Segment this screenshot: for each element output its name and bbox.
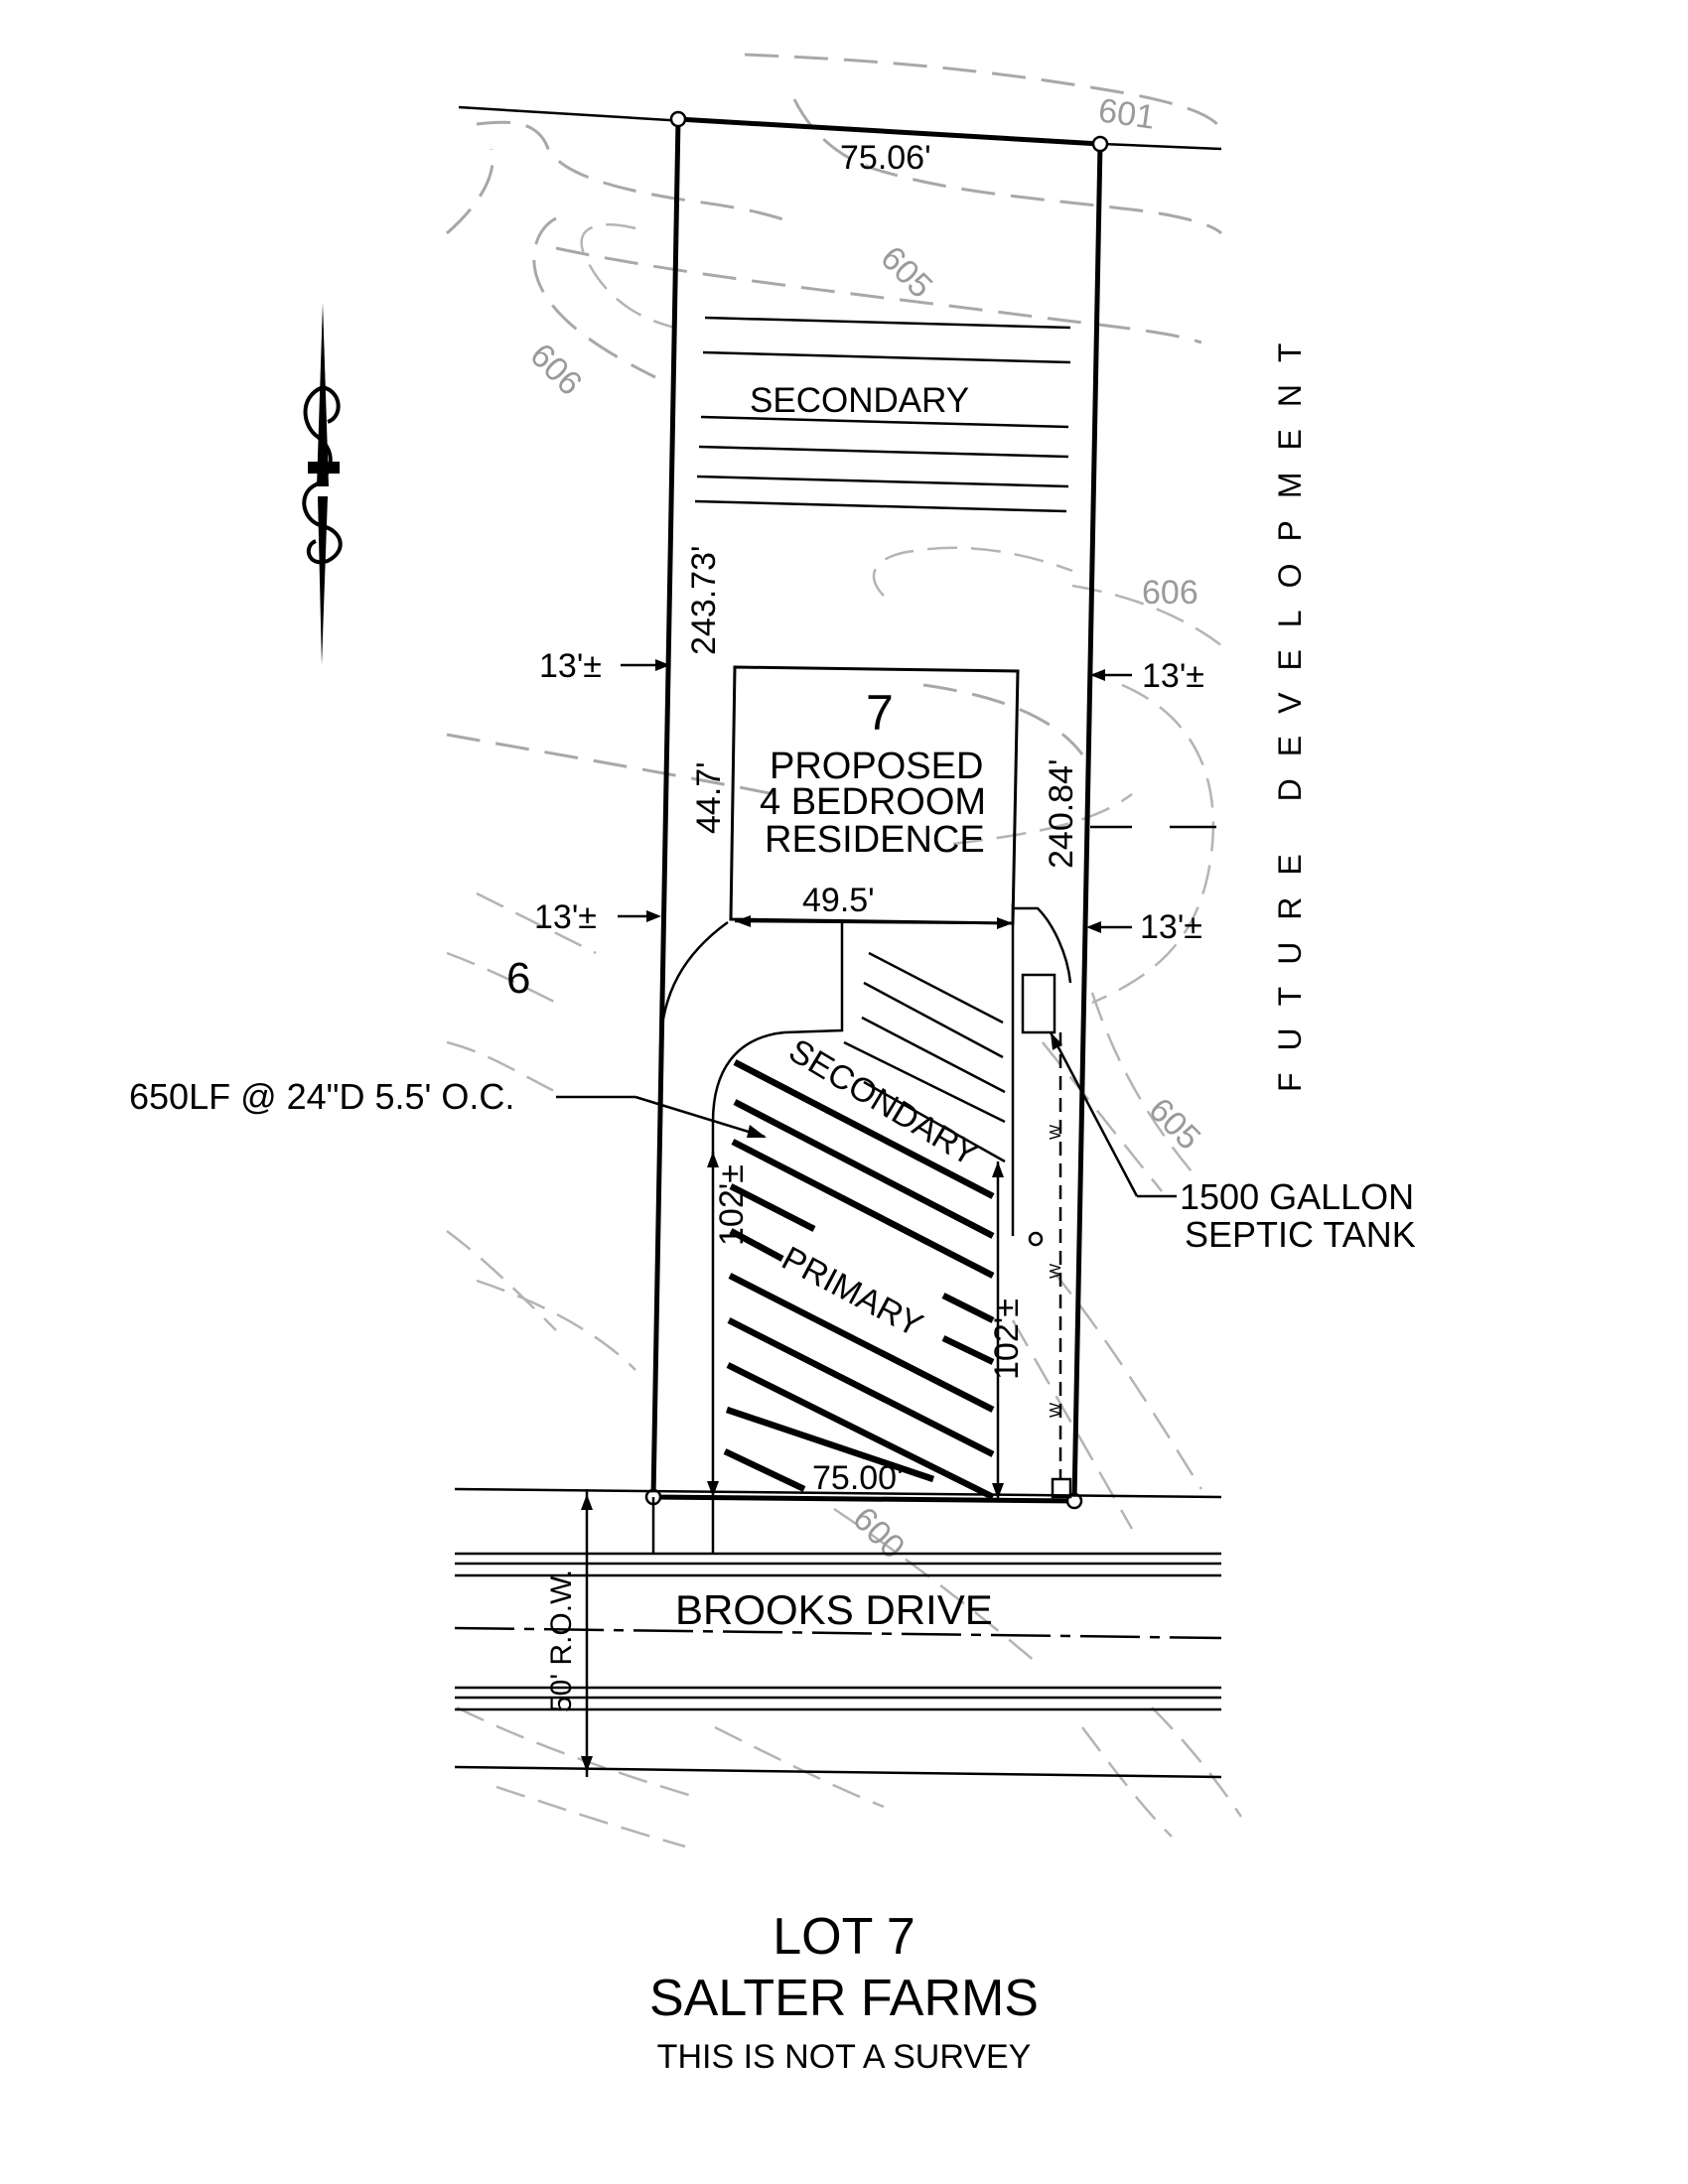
lot-number-adjacent: 6 [506,954,530,1003]
title-disclaimer: THIS IS NOT A SURVEY [656,2038,1032,2076]
septic-label-line2: SEPTIC TANK [1185,1214,1416,1255]
contour-label-601: 601 [1096,91,1157,137]
contour-label-605-top: 605 [873,239,939,306]
secondary-drain-field-upper [694,316,1071,513]
setback-upper-right: 13'± [1142,657,1204,695]
lot-top-dimension: 75.06' [840,139,931,177]
primary-drain-field [723,1059,995,1500]
residence-label-line3: RESIDENCE [765,819,985,861]
lot-right-dimension: 240.84' [1043,759,1080,869]
setback-upper-left: 13'± [539,647,602,685]
contour-label-606-right: 606 [1142,574,1198,612]
field-outline [658,903,1072,1499]
setback-lower-left-arrow [618,910,661,922]
future-development-label: FUTURE DEVELOPMENT [1272,322,1308,1092]
residence-label-line1: PROPOSED [770,746,983,787]
trench-note-leader [556,1095,767,1139]
residence-width-dimension: 49.5' [802,882,875,919]
brooks-drive-road [454,1487,1222,1779]
contour-label-606-left: 606 [522,337,589,403]
trench-note: 650LF @ 24"D 5.5' O.C. [129,1076,514,1117]
sewer-mark-2: W [1048,1263,1064,1279]
residence-lot-number: 7 [866,685,894,741]
setback-lower-right: 13'± [1140,908,1202,946]
setback-lower-right-arrow [1086,921,1132,933]
septic-label-line1: 1500 GALLON [1180,1176,1414,1217]
title-block: LOT 7 SALTER FARMS THIS IS NOT A SURVEY [0,1906,1688,2081]
title-subdivision: SALTER FARMS [648,1970,1039,2027]
contour-label-600: 600 [845,1500,912,1567]
secondary-field-upper-label: SECONDARY [750,381,969,420]
residence-depth-dimension: 44.7' [690,761,728,834]
sewer-mark-1: W [1048,1124,1064,1140]
primary-right-dimension: 102'± [988,1298,1026,1380]
road-row-width: 50' R.O.W. [545,1570,578,1712]
setback-lower-left: 13'± [534,898,597,936]
residence-width-dimension-line [734,915,1014,929]
secondary-drain-field-lower [843,951,1006,1163]
residence-label-line2: 4 BEDROOM [760,781,986,823]
sewer-line [1028,1032,1072,1499]
contour-label-605-right: 605 [1141,1091,1207,1158]
contour-lines [446,53,1243,1848]
setback-upper-left-arrow [621,659,670,671]
north-arrow-icon [302,303,343,665]
road-name: BROOKS DRIVE [675,1586,993,1633]
title-lot: LOT 7 [773,1908,915,1966]
primary-field-label: PRIMARY [775,1240,928,1345]
setback-upper-right-arrow [1090,669,1132,681]
primary-left-dimension: 102'± [713,1164,751,1246]
primary-dimension-arrows [707,1152,1004,1499]
lot-left-dimension: 243.73' [685,546,723,655]
septic-tank-icon [1021,973,1056,1034]
sewer-mark-3: W [1048,1402,1064,1418]
